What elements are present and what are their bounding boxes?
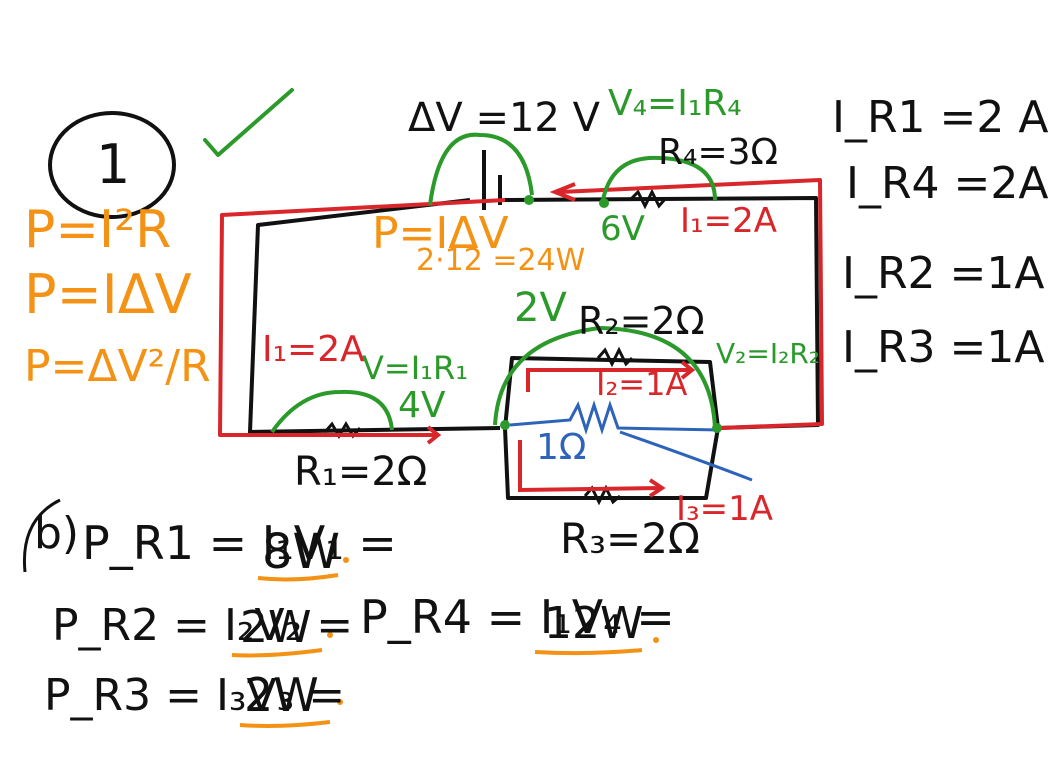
node-right bbox=[712, 423, 722, 433]
current-ir4: I_R4 =2A bbox=[846, 158, 1049, 209]
power-r2-expr: P_R2 = I₂V₂ = bbox=[52, 600, 354, 651]
power-r4-expr: P_R4 = I₁V₄ = bbox=[360, 590, 675, 644]
r4-value: R₄=3Ω bbox=[658, 132, 779, 173]
underline-2w-r3 bbox=[239, 720, 331, 728]
r1-voltage-value: 4V bbox=[398, 385, 446, 426]
dot-12w bbox=[653, 637, 659, 643]
dot-2w-r2 bbox=[327, 632, 333, 638]
current-arrow-r1 bbox=[400, 425, 442, 445]
formula-v2r: P=ΔV²/R bbox=[24, 341, 211, 392]
current-ir1: I_R1 =2 A bbox=[832, 92, 1049, 143]
r1-voltage-formula: V=I₁R₁ bbox=[362, 349, 469, 387]
r1-value: R₁=2Ω bbox=[294, 449, 428, 495]
r3-current: I₃=1A bbox=[676, 489, 774, 529]
equivalent-pointer-line bbox=[619, 430, 753, 482]
power-r1-expr: P_R1 = I₁V₁ = bbox=[82, 516, 397, 570]
parallel-voltage: 2V bbox=[514, 285, 567, 331]
underline-2w-r2 bbox=[231, 648, 323, 658]
r2-current: I₂=1A bbox=[596, 365, 688, 403]
current-ir3: I_R3 =1A bbox=[842, 322, 1045, 373]
r2-value: R₂=2Ω bbox=[578, 299, 705, 343]
power-r3-result: 2W bbox=[244, 668, 319, 722]
node-left bbox=[500, 420, 510, 430]
r3-value: R₃=2Ω bbox=[560, 514, 701, 563]
part-b-hook bbox=[22, 498, 61, 573]
part-b-label: b) bbox=[34, 508, 80, 559]
current-arrow-r3 bbox=[518, 440, 666, 498]
dot-8w bbox=[343, 557, 349, 563]
power-r1-result: 8W bbox=[262, 524, 340, 580]
whiteboard-canvas: 1 P=I²R P=IΔV P=ΔV²/R ΔV =12 V P=IΔV 2·1… bbox=[22, 83, 1049, 728]
power-r3-expr: P_R3 = I₃V₃ = bbox=[44, 670, 346, 721]
r4-current: I₁=2A bbox=[680, 201, 778, 241]
parallel-voltage-arc bbox=[493, 325, 717, 429]
power-r2-result: 2W bbox=[240, 602, 312, 653]
node-r4-left bbox=[599, 198, 609, 208]
r2-resistor-symbol bbox=[596, 346, 634, 368]
current-arrow-top bbox=[549, 182, 576, 202]
power-r4-result: 12W bbox=[544, 598, 644, 649]
battery-voltage-label: ΔV =12 V bbox=[408, 95, 600, 141]
underline-8w bbox=[257, 573, 339, 582]
check-mark-icon bbox=[203, 88, 294, 157]
r4-voltage-value: 6V bbox=[600, 209, 645, 249]
r4-resistor-symbol bbox=[628, 188, 668, 210]
problem-number: 1 bbox=[96, 133, 131, 196]
r2-voltage-formula: V₂=I₂R₂ bbox=[716, 337, 821, 370]
equivalent-resistance: 1Ω bbox=[536, 427, 587, 468]
r4-voltage-arc bbox=[600, 155, 717, 206]
dot-2w-r3 bbox=[337, 699, 343, 705]
current-arrow-r2 bbox=[526, 360, 696, 392]
battery-power-formula: P=IΔV bbox=[372, 208, 509, 259]
r1-voltage-arc bbox=[270, 389, 394, 434]
current-ir2: I_R2 =1A bbox=[842, 248, 1045, 299]
current-loop-outer bbox=[218, 178, 824, 437]
r1-current: I₁=2A bbox=[262, 329, 365, 370]
node-battery bbox=[524, 195, 534, 205]
formula-iv: P=IΔV bbox=[24, 263, 192, 326]
formula-i2r: P=I²R bbox=[24, 200, 172, 260]
equivalent-resistor-blue bbox=[509, 400, 721, 435]
underline-12w bbox=[534, 648, 643, 656]
r4-voltage-formula: V₄=I₁R₄ bbox=[608, 83, 742, 124]
problem-number-circle bbox=[48, 111, 176, 219]
battery-voltage-arc bbox=[428, 132, 534, 206]
battery-power-calc: 2·12 =24W bbox=[416, 243, 586, 278]
circuit-drawing bbox=[22, 88, 824, 728]
